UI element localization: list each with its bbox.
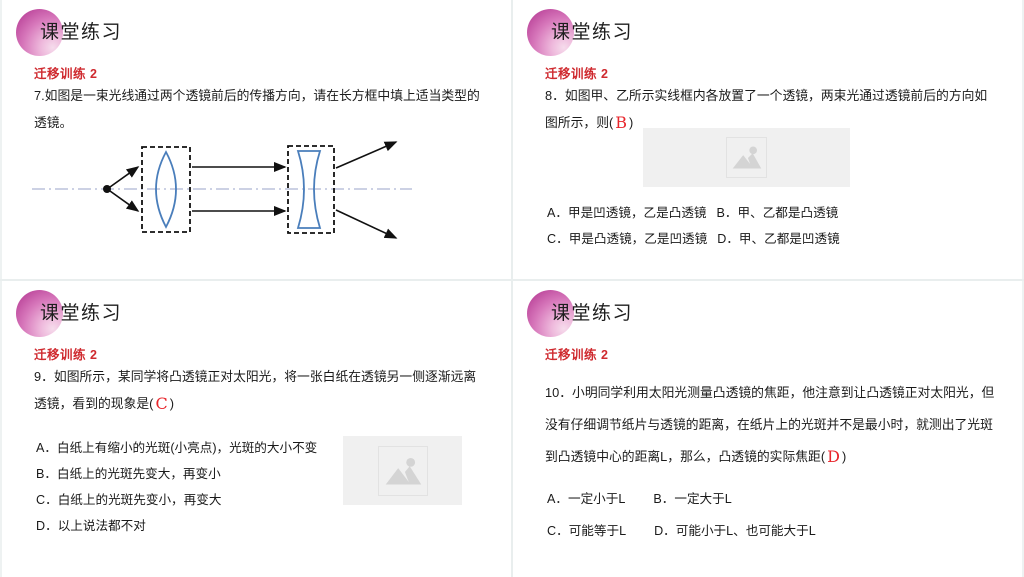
convex-lens-shape — [155, 150, 177, 229]
concave-lens-box — [287, 145, 335, 234]
panel-question-7: 课堂练习 迁移训练 2 7.如图是一束光线通过两个透镜前后的传播方向，请在长方框… — [2, 0, 511, 279]
option-b[interactable]: B．甲、乙都是凸透镜 — [716, 206, 839, 220]
panel-subtitle: 迁移训练 2 — [34, 348, 98, 362]
option-row[interactable]: D．以上说法都不对 — [36, 519, 146, 533]
decorative-circle-icon — [527, 9, 574, 56]
option-list: A．甲是凹透镜，乙是凸透镜 B．甲、乙都是凸透镜 C．甲是凸透镜，乙是凹透镜 D．甲… — [547, 200, 992, 252]
question-body: 10．小明同学利用太阳光测量凸透镜的焦距，他注意到让凸透镜正对太阳光，但没有仔细… — [545, 385, 995, 464]
option-d[interactable]: D．甲、乙都是凹透镜 — [717, 232, 840, 246]
horizontal-divider — [0, 279, 1024, 281]
panel-header: 课堂练习 — [2, 0, 511, 58]
panel-title: 课堂练习 — [551, 302, 634, 324]
optics-diagram — [32, 132, 412, 247]
decorative-circle-icon — [16, 290, 63, 337]
answer-letter: B — [615, 113, 628, 132]
option-row: C．甲是凸透镜，乙是凹透镜 D．甲、乙都是凹透镜 — [547, 226, 992, 252]
panel-header: 课堂练习 — [2, 281, 511, 339]
option-row: A．一定小于L B．一定大于L — [547, 483, 992, 515]
edge-divider-right — [1022, 0, 1024, 577]
panel-subtitle: 迁移训练 2 — [545, 348, 609, 362]
panel-title: 课堂练习 — [551, 21, 634, 43]
panel-title: 课堂练习 — [40, 302, 123, 324]
option-c[interactable]: C．可能等于L — [547, 524, 627, 538]
image-placeholder — [343, 436, 462, 505]
broken-image-icon — [726, 137, 767, 178]
optics-svg — [32, 141, 412, 239]
option-list: A．一定小于L B．一定大于L C．可能等于L D．可能小于L、也可能大于L — [547, 483, 992, 547]
option-row[interactable]: B．白纸上的光斑先变大，再变小 — [36, 467, 221, 481]
question-body: 7.如图是一束光线通过两个透镜前后的传播方向，请在长方框中填上适当类型的透镜。 — [34, 88, 480, 130]
option-list: A．白纸上有缩小的光斑(小亮点)，光斑的大小不变 B．白纸上的光斑先变大，再变小… — [36, 435, 481, 539]
panel-header: 课堂练习 — [513, 0, 1022, 58]
option-row: C．可能等于L D．可能小于L、也可能大于L — [547, 515, 992, 547]
question-text: 9．如图所示，某同学将凸透镜正对太阳光，将一张白纸在透镜另一侧逐渐远离透镜，看到… — [34, 363, 477, 417]
light-source-point — [103, 185, 111, 193]
option-d[interactable]: D．可能小于L、也可能大于L — [654, 524, 816, 538]
question-text: 8．如图甲、乙所示实线框内各放置了一个透镜，两束光通过透镜前后的方向如图所示，则… — [545, 82, 998, 136]
option-a[interactable]: A．甲是凹透镜，乙是凸透镜 — [547, 206, 707, 220]
question-suffix: ) — [169, 396, 174, 411]
question-suffix: ) — [629, 115, 634, 130]
panel-subtitle: 迁移训练 2 — [34, 67, 98, 81]
panel-question-10: 课堂练习 迁移训练 2 10．小明同学利用太阳光测量凸透镜的焦距，他注意到让凸透… — [513, 281, 1022, 577]
question-text: 10．小明同学利用太阳光测量凸透镜的焦距，他注意到让凸透镜正对太阳光，但没有仔细… — [545, 377, 1000, 473]
panel-subtitle: 迁移训练 2 — [545, 67, 609, 81]
decorative-circle-icon — [16, 9, 63, 56]
answer-letter: D — [827, 447, 840, 466]
option-c[interactable]: C．甲是凸透镜，乙是凹透镜 — [547, 232, 708, 246]
option-row[interactable]: A．白纸上有缩小的光斑(小亮点)，光斑的大小不变 — [36, 441, 318, 455]
broken-image-icon — [377, 445, 428, 496]
option-row: A．甲是凹透镜，乙是凸透镜 B．甲、乙都是凸透镜 — [547, 200, 992, 226]
question-suffix: ) — [841, 449, 847, 464]
option-b[interactable]: B．一定大于L — [653, 492, 732, 506]
question-body: 8．如图甲、乙所示实线框内各放置了一个透镜，两束光通过透镜前后的方向如图所示，则… — [545, 88, 988, 130]
question-body: 9．如图所示，某同学将凸透镜正对太阳光，将一张白纸在透镜另一侧逐渐远离透镜，看到… — [34, 369, 477, 411]
image-placeholder — [643, 128, 850, 187]
panel-header: 课堂练习 — [513, 281, 1022, 339]
panel-title: 课堂练习 — [40, 21, 123, 43]
option-a[interactable]: A．一定小于L — [547, 492, 626, 506]
vertical-divider — [511, 0, 513, 577]
convex-lens-box — [141, 146, 191, 233]
edge-divider-left — [0, 0, 2, 577]
panel-question-8: 课堂练习 迁移训练 2 8．如图甲、乙所示实线框内各放置了一个透镜，两束光通过透… — [513, 0, 1022, 279]
answer-letter: C — [155, 394, 168, 413]
panel-question-9: 课堂练习 迁移训练 2 9．如图所示，某同学将凸透镜正对太阳光，将一张白纸在透镜… — [2, 281, 511, 577]
decorative-circle-icon — [527, 290, 574, 337]
concave-lens-shape — [296, 150, 322, 229]
option-row[interactable]: C．白纸上的光斑先变小，再变大 — [36, 493, 222, 507]
question-text: 7.如图是一束光线通过两个透镜前后的传播方向，请在长方框中填上适当类型的透镜。 — [34, 82, 481, 136]
